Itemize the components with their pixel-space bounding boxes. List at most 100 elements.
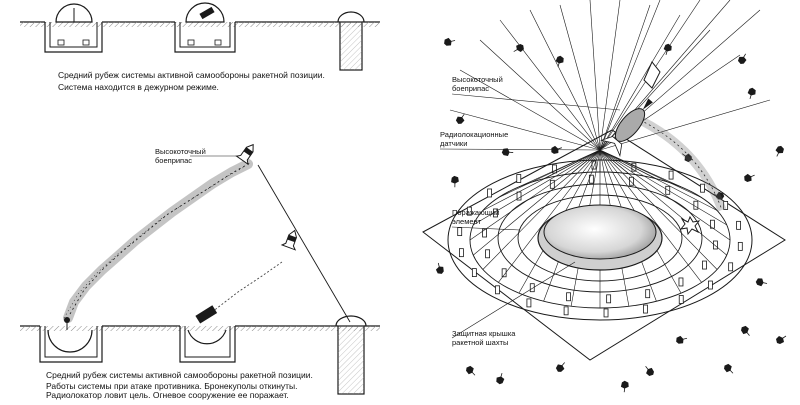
ring-bunker-marker [668, 170, 674, 180]
ring-bunker-marker [482, 228, 487, 238]
sensor-beam [589, 0, 601, 151]
fragment-icon [555, 362, 565, 372]
label-munition-left-line1: Высокоточный [155, 147, 206, 156]
cone-line [599, 149, 718, 270]
caption-attack-line3: Радиолокатор ловит цель. Огневое сооруже… [46, 390, 289, 400]
fragment-icon [451, 175, 459, 188]
fragment-icon [466, 365, 476, 376]
cone-line [473, 149, 601, 226]
explosion-icon [679, 215, 701, 236]
fragment-icon [435, 262, 444, 274]
label-element-line1: Поражающий [452, 208, 499, 217]
label-munition-right-line2: боеприпас [452, 84, 489, 93]
fragment-icon [681, 153, 692, 163]
fragment-icon [737, 53, 747, 65]
ring-bunker-marker [710, 219, 715, 229]
cone-line [518, 149, 601, 188]
label-munition-left-line2: боеприпас [155, 156, 192, 165]
cone-line [570, 149, 601, 174]
label-radar-line1: Радиолокационные [440, 130, 508, 139]
fragment-icon [455, 113, 465, 124]
caption-standby-line2: Система находится в дежурном режиме. [58, 82, 219, 92]
caption-attack-line1: Средний рубеж системы активной самооборо… [46, 370, 313, 380]
ring-bunker-marker [526, 298, 532, 308]
label-cover-line1: Защитная крышка [452, 329, 516, 338]
radar-tracking-line [257, 164, 351, 323]
fragment-icon [776, 335, 787, 344]
label-munition-right-line1: Высокоточный [452, 75, 503, 84]
cone-line [543, 149, 601, 180]
cone-line [599, 149, 731, 241]
sensor-beams [449, 0, 771, 151]
cone-line [498, 149, 601, 283]
sensor-beam [529, 9, 601, 151]
ground-plate [422, 129, 786, 361]
cone-line [482, 149, 601, 270]
ring-bunker-marker [693, 200, 699, 210]
standby-section: Средний рубеж системы активной самооборо… [20, 2, 380, 92]
fragment-icon [645, 366, 654, 377]
fragment-icon [676, 335, 688, 344]
sensor-beam [499, 19, 601, 151]
fragment-icon [747, 87, 756, 100]
fragment-icon [620, 380, 629, 393]
ring-bunker-marker [737, 241, 743, 251]
ring-bunker-marker [708, 280, 713, 290]
ring-bunker-marker [728, 262, 734, 272]
incoming-munition-upper-icon [235, 143, 254, 166]
bunker-right-closed [174, 2, 236, 53]
fragment-icon [444, 37, 456, 46]
label-cover-line2: ракетной шахты [452, 338, 508, 347]
ring-bunker-marker [563, 306, 569, 316]
attack-section: Высокоточный боеприпас Средний рубеж сис… [20, 143, 380, 400]
ring-bunker-marker [629, 176, 634, 186]
ring-bunker-marker [487, 188, 492, 198]
cone-line [599, 149, 702, 283]
munition-right-icon [600, 98, 653, 158]
sensor-beam [559, 4, 601, 151]
ring-bunker-marker [702, 260, 707, 270]
cone-line [599, 149, 727, 226]
sensor-beam [599, 14, 681, 151]
bunker-right-open [179, 305, 236, 363]
ring-bunker-marker [736, 220, 741, 230]
fragment-icon [724, 363, 734, 374]
ring-bunker-marker [466, 206, 472, 216]
ring-bunker-marker [485, 249, 490, 259]
scattered-fragments [435, 37, 787, 393]
fragment-icon [551, 145, 562, 154]
sensor-beam [599, 0, 621, 151]
ring-bunker-marker [606, 294, 612, 304]
fragment-icon [755, 278, 768, 287]
cone-line [599, 149, 630, 174]
ring-bunker-marker [529, 283, 535, 293]
fragment-icon [744, 173, 755, 182]
label-radar-line2: датчики [440, 139, 467, 148]
fragment-icon [775, 145, 784, 157]
fragment-icon [496, 372, 505, 385]
ring-bunker-marker [678, 277, 684, 287]
sensor-beam [449, 109, 601, 151]
ring-bunker-marker [645, 289, 651, 299]
silo-cover-dome [543, 204, 657, 260]
cone-line [599, 149, 718, 211]
cone-line [599, 149, 702, 198]
sensor-beam [459, 69, 601, 151]
ring-bunker-marker [457, 227, 463, 237]
ring-bunker-marker [713, 240, 718, 250]
sensor-beam [599, 99, 771, 151]
ring-bunker-marker [471, 268, 477, 277]
missile-silo-bottom [335, 315, 367, 395]
ring-bunker-marker [723, 201, 729, 210]
ring-bunker-marker [678, 295, 684, 304]
right-labels: Высокоточный боеприпас Радиолокационные … [439, 75, 621, 347]
sensor-beam [599, 0, 661, 151]
ring-bunker-marker [566, 292, 571, 302]
sensor-beam [479, 39, 601, 151]
fragment-icon [741, 325, 750, 336]
caption-attack-line2: Работы системы при атаке противника. Бро… [46, 381, 298, 391]
ring-bunker-marker [603, 308, 609, 318]
missile-silo-top [337, 11, 365, 71]
